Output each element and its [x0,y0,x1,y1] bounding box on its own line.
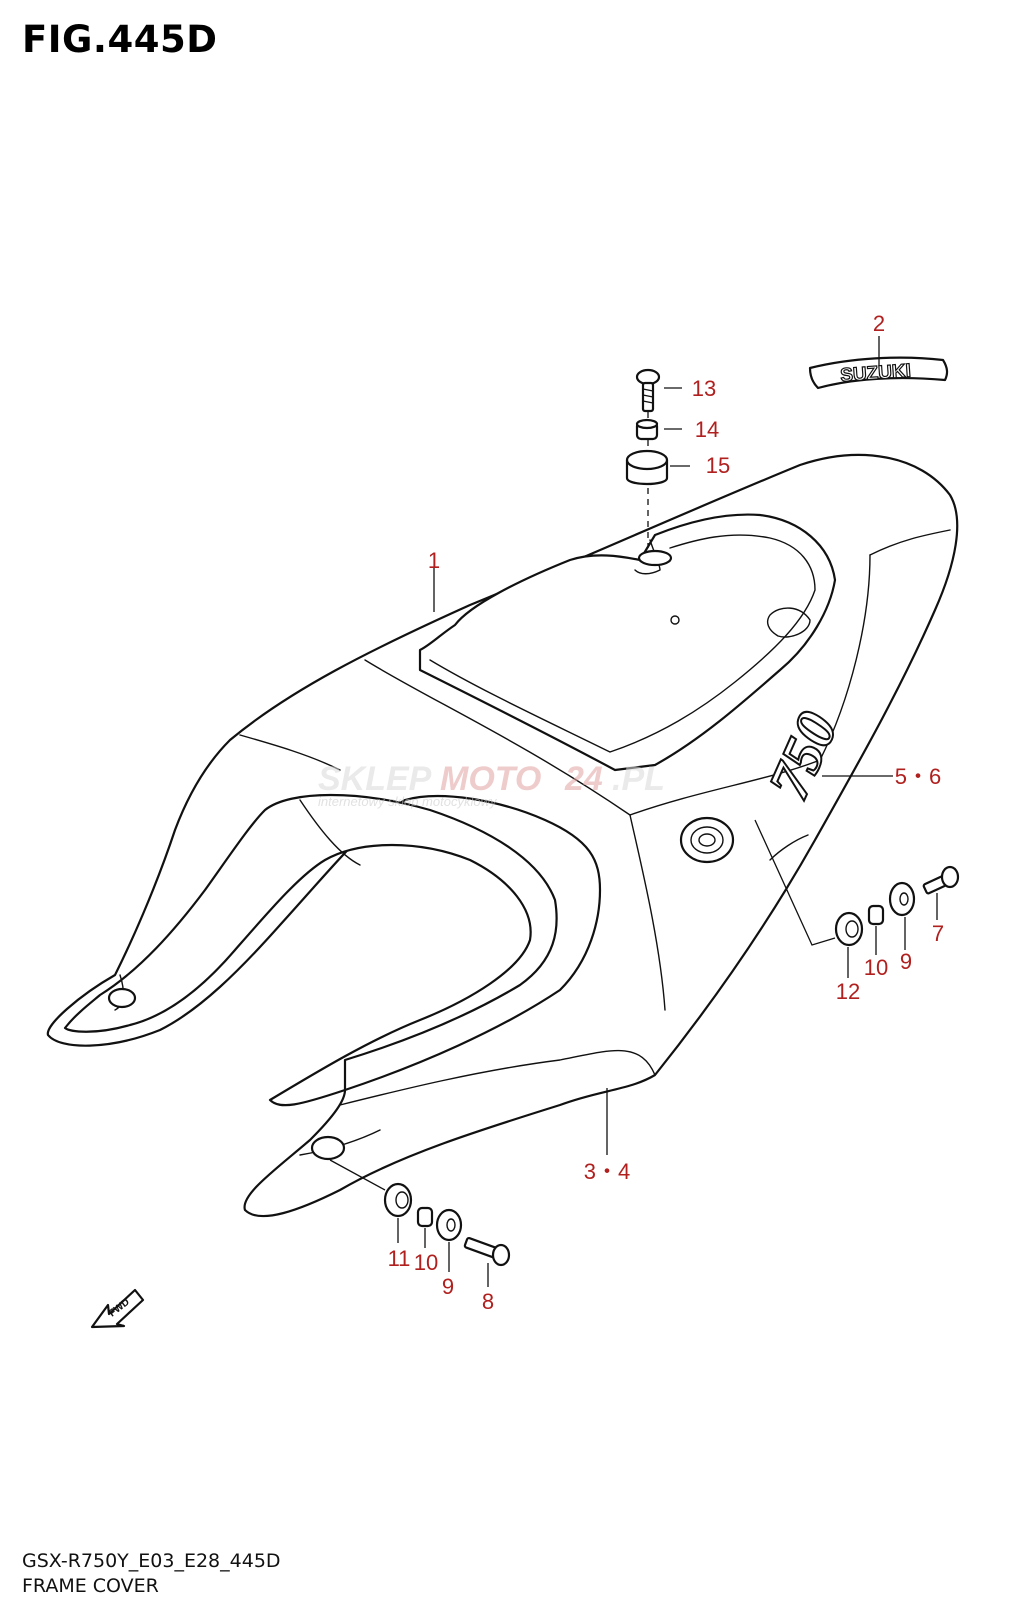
svg-text:SKLEP: SKLEP [318,760,432,798]
screw-13 [635,368,661,413]
collar-14 [635,418,659,441]
svg-text:24: 24 [564,760,603,798]
figure-title: FIG.445D [22,18,218,61]
watermark: SKLEP MOTO 24 .PL internetowy sklep moto… [318,760,665,809]
callout-2: 2 [873,311,885,336]
callout-14: 14 [695,417,719,442]
callout-9-lower: 9 [442,1274,454,1299]
callout-15: 15 [706,453,730,478]
section-name: FRAME COVER [22,1575,159,1597]
frame-cover: 750 [46,453,959,1218]
model-code: GSX-R750Y_E03_E28_445D [22,1550,281,1572]
grommet-11 [383,1182,413,1218]
callout-12: 12 [836,979,860,1004]
callout-5-6: 5・6 [895,764,941,789]
callout-11: 11 [388,1246,411,1271]
collar-10-right [867,904,885,926]
svg-text:internetowy sklep motocyklowy: internetowy sklep motocyklowy [318,794,498,809]
cushion-15 [625,449,669,486]
callout-9-right: 9 [900,949,912,974]
callout-13: 13 [692,376,716,401]
svg-text:.PL: .PL [612,760,665,798]
svg-text:MOTO: MOTO [440,760,541,798]
fwd-arrow-icon: FWD [90,1288,145,1329]
washer-9-lower [435,1208,463,1242]
callout-3-4: 3・4 [584,1159,630,1184]
bolt-7 [922,865,960,895]
svg-text:SUZUKI: SUZUKI [840,361,912,387]
callout-1: 1 [428,548,440,573]
washer-9-right [888,881,916,917]
bolt-8 [463,1236,511,1267]
grommet-12 [834,911,864,947]
collar-10-lower [416,1206,434,1228]
callout-10-lower: 10 [414,1250,438,1275]
callout-7: 7 [932,921,944,946]
callout-8: 8 [482,1289,494,1314]
suzuki-emblem: SUZUKI [808,356,949,390]
callout-10-right: 10 [864,955,888,980]
